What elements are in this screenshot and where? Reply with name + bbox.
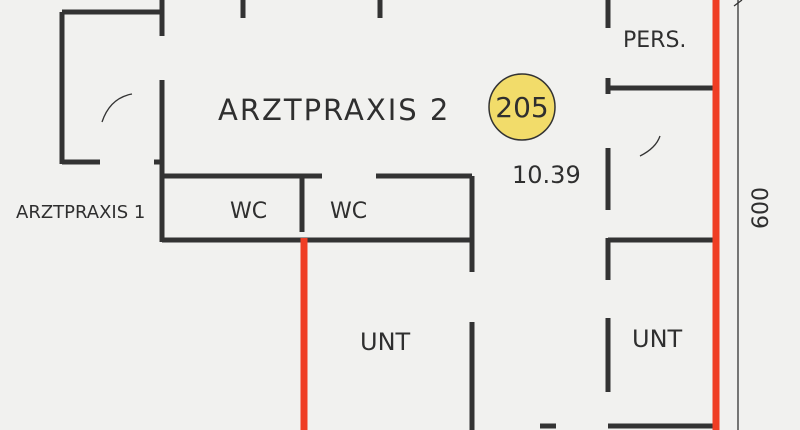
- room-label-arztpraxis-1: ARZTPRAXIS 1: [16, 202, 145, 223]
- room-label-arztpraxis-2: ARZTPRAXIS 2: [218, 93, 450, 127]
- room-label-pers: PERS.: [623, 28, 686, 53]
- room-label-unt-left: UNT: [360, 328, 411, 356]
- room-label-wc-left: WC: [230, 199, 267, 224]
- room-number-badge[interactable]: 205: [488, 73, 556, 141]
- room-badge-number: 205: [495, 91, 548, 124]
- door-arc-left: [101, 93, 133, 123]
- dimension-label: 600: [749, 187, 774, 229]
- room-label-wc-right: WC: [330, 199, 367, 224]
- room-badge-circle: [488, 73, 556, 141]
- room-label-unt-right: UNT: [632, 325, 683, 353]
- dimension-tick-top: [733, 0, 743, 7]
- door-arc-right: [639, 135, 661, 157]
- area-label: 10.39: [512, 161, 581, 189]
- walls: [59, 0, 716, 430]
